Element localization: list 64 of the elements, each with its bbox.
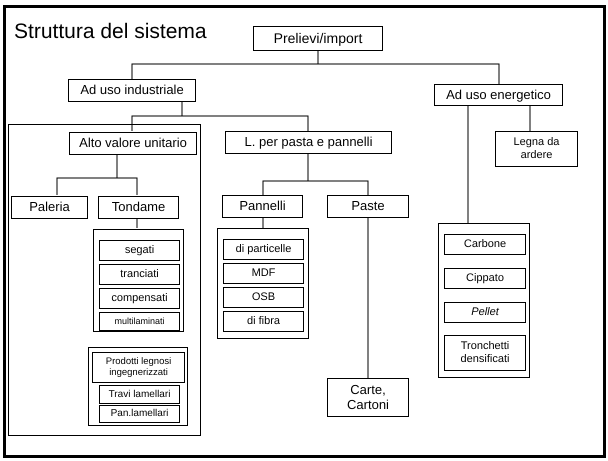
category-box bbox=[99, 264, 180, 285]
node-label: segati bbox=[124, 244, 154, 257]
node-label: Travi lamellari bbox=[108, 388, 170, 400]
category-box bbox=[223, 311, 304, 332]
category-box bbox=[444, 268, 526, 289]
node-label: Tondame bbox=[112, 200, 166, 215]
category-box bbox=[222, 195, 303, 218]
connector-line bbox=[308, 154, 368, 196]
node-label: Pellet bbox=[471, 306, 499, 319]
group-frame bbox=[217, 228, 309, 339]
group-frame bbox=[93, 229, 184, 332]
node-label: Paste bbox=[351, 199, 385, 214]
category-box bbox=[327, 195, 409, 218]
node-label: di fibra bbox=[246, 315, 280, 328]
category-box bbox=[434, 84, 563, 106]
node-label: Cippato bbox=[466, 272, 504, 285]
category-box bbox=[99, 312, 180, 331]
category-box bbox=[98, 196, 179, 219]
category-box bbox=[444, 302, 526, 323]
category-box bbox=[68, 79, 196, 102]
node-label: Ad uso energetico bbox=[446, 88, 551, 102]
node-label: Prelievi/import bbox=[274, 30, 362, 47]
node-label: Prodotti legnosi ingegnerizzati bbox=[104, 356, 172, 378]
group-frame bbox=[8, 124, 201, 436]
category-box bbox=[495, 131, 578, 167]
connector-line bbox=[262, 218, 264, 228]
category-box bbox=[223, 287, 304, 308]
category-box bbox=[92, 352, 185, 383]
node-label: Carbone bbox=[464, 238, 506, 251]
category-box bbox=[69, 132, 197, 155]
node-label: Legna da ardere bbox=[512, 136, 560, 162]
group-frame bbox=[438, 223, 530, 378]
connector-line bbox=[136, 218, 138, 228]
category-box bbox=[99, 405, 180, 423]
connector-line bbox=[182, 102, 308, 132]
category-box bbox=[253, 26, 383, 51]
node-label: Alto valore unitario bbox=[79, 136, 187, 151]
node-label: Pan.lamellari bbox=[110, 408, 168, 420]
category-box bbox=[444, 335, 526, 371]
node-label: L. per pasta e pannelli bbox=[244, 135, 372, 150]
category-box bbox=[327, 378, 409, 417]
node-label: Tronchetti densificati bbox=[460, 340, 510, 366]
diagram-title: Struttura del sistema bbox=[14, 20, 207, 44]
node-label: Ad uso industriale bbox=[80, 83, 184, 98]
node-label: compensati bbox=[111, 292, 168, 305]
category-box bbox=[223, 239, 304, 260]
category-box bbox=[444, 234, 526, 255]
category-box bbox=[225, 131, 392, 154]
group-frame bbox=[88, 347, 188, 426]
connector-line bbox=[116, 154, 138, 196]
node-label: tranciati bbox=[120, 268, 159, 281]
category-box bbox=[99, 288, 180, 309]
node-label: Pannelli bbox=[239, 199, 286, 214]
node-label: multilaminati bbox=[114, 316, 164, 327]
connector-line bbox=[318, 50, 500, 84]
category-box bbox=[11, 196, 88, 219]
node-label: MDF bbox=[252, 267, 276, 280]
node-label: OSB bbox=[252, 291, 276, 304]
node-label: Paleria bbox=[29, 200, 70, 215]
category-box bbox=[99, 240, 180, 261]
category-box bbox=[99, 385, 180, 404]
category-box bbox=[223, 263, 304, 284]
node-label: Carte, Cartoni bbox=[346, 382, 390, 412]
node-label: di particelle bbox=[236, 243, 292, 256]
